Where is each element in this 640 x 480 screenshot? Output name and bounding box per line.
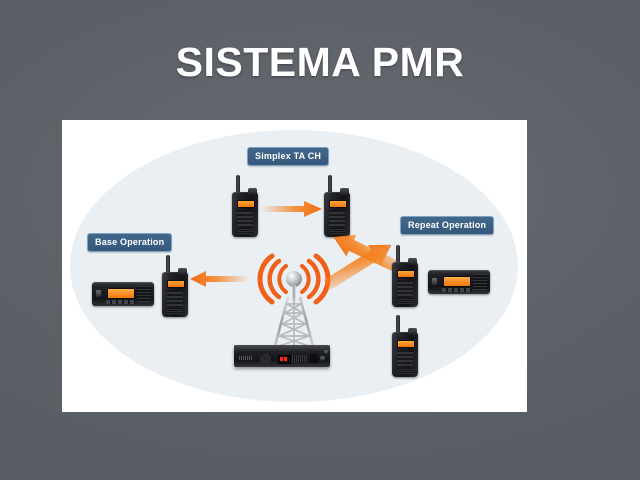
rack-repeater-label-strip: [239, 356, 253, 360]
radio-keypad: [329, 210, 345, 226]
arrow-base-left: [190, 270, 248, 288]
rack-repeater-grille: [292, 355, 308, 362]
mobile-radio-repeat: [428, 270, 490, 294]
rack-repeater-knob-a: [320, 356, 325, 361]
antenna-stub: [166, 255, 170, 275]
radio-body: [392, 332, 418, 377]
mobile-radio-base: [92, 282, 154, 306]
handheld-radio-simplex-right: [324, 175, 350, 237]
badge-simplex-ta-ch[interactable]: Simplex TA CH: [247, 147, 330, 166]
radio-knob: [408, 328, 417, 335]
radio-knob: [340, 188, 349, 195]
handheld-radio-repeat-top: [392, 245, 418, 307]
radio-lcd-display: [397, 340, 415, 348]
radio-speaker-grille: [167, 308, 183, 314]
rack-repeater-fan-vent: [260, 354, 271, 365]
diagram-panel: Simplex TA CH Base Operation Repeat Oper…: [62, 120, 527, 412]
antenna-stub: [396, 245, 400, 265]
radio-knob: [408, 258, 417, 265]
radio-body: [392, 262, 418, 307]
antenna-stub: [396, 315, 400, 335]
radio-lcd-display: [237, 200, 255, 208]
mobile-radio-buttons: [106, 300, 136, 304]
mobile-radio-mic-jack: [432, 278, 437, 285]
radio-lcd-display: [329, 200, 347, 208]
handheld-radio-repeat-bottom: [392, 315, 418, 377]
radio-lcd-display: [397, 270, 415, 278]
rack-repeater-device: [234, 345, 330, 367]
radio-body: [162, 272, 188, 317]
radio-speaker-grille: [237, 228, 253, 234]
rack-repeater-top-panel: [234, 345, 330, 351]
rack-repeater-panel-block: [310, 354, 318, 363]
radio-keypad: [397, 350, 413, 366]
mobile-radio-lcd-display: [443, 276, 471, 287]
mobile-radio-lcd-display: [107, 288, 135, 299]
mobile-radio-buttons: [442, 288, 472, 292]
radio-keypad: [237, 210, 253, 226]
mobile-radio-speaker-grille: [473, 274, 487, 290]
radio-body: [232, 192, 258, 237]
radio-speaker-grille: [329, 228, 345, 234]
badge-repeat-operation[interactable]: Repeat Operation: [400, 216, 495, 235]
radio-keypad: [397, 280, 413, 296]
page-title: SISTEMA PMR: [175, 39, 465, 85]
mobile-radio-mic-jack: [96, 290, 101, 297]
antenna-stub: [236, 175, 240, 195]
rack-repeater-led-display: [278, 355, 291, 364]
radio-keypad: [167, 290, 183, 306]
arrow-repeat-down-left: [324, 234, 407, 315]
rack-repeater-knob-b: [324, 350, 328, 354]
radio-knob: [178, 268, 187, 275]
mobile-radio-speaker-grille: [137, 286, 151, 302]
radio-body: [324, 192, 350, 237]
radio-knob: [248, 188, 257, 195]
antenna-stub: [328, 175, 332, 195]
radio-speaker-grille: [397, 368, 413, 374]
handheld-radio-simplex-left: [232, 175, 258, 237]
radio-speaker-grille: [397, 298, 413, 304]
handheld-radio-base: [162, 255, 188, 317]
arrow-simplex-right: [262, 200, 322, 218]
radio-lcd-display: [167, 280, 185, 288]
badge-base-operation[interactable]: Base Operation: [87, 233, 173, 252]
